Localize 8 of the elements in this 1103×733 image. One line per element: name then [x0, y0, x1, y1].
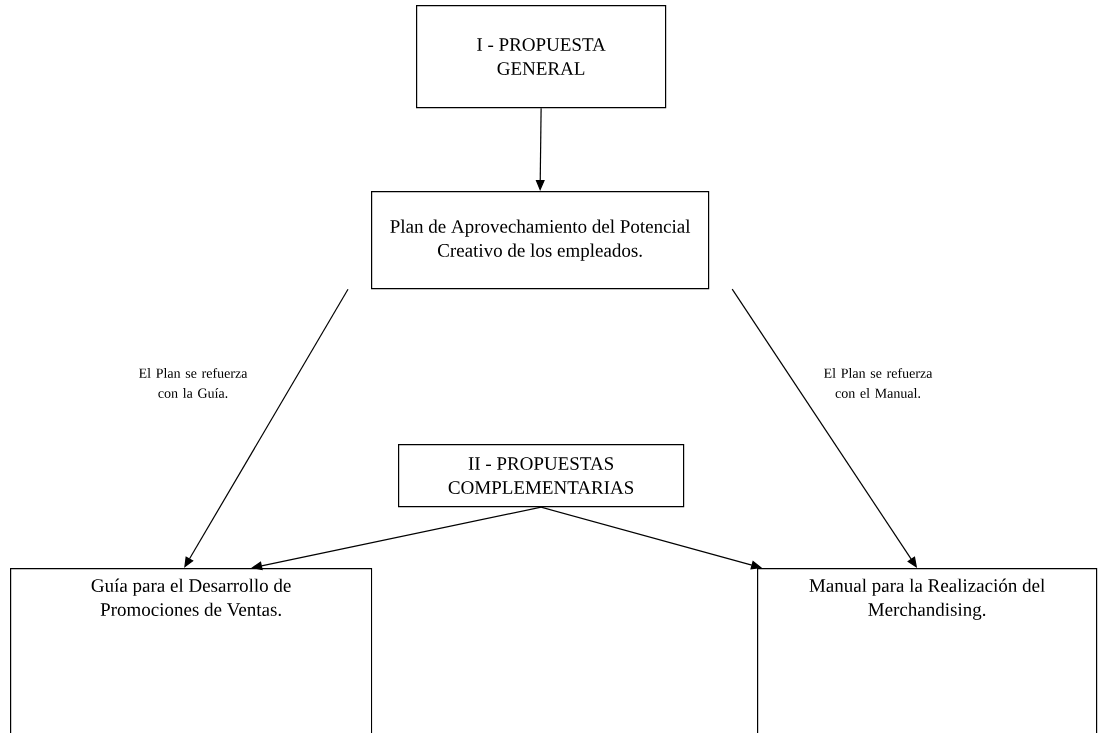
edge-label: El Plan se refuerza con la Guía.: [137, 366, 249, 399]
text-box: Plan de Aprovechamiento del Potencial Creativo de los empleados.: [371, 191, 710, 290]
arrow: [184, 288, 349, 568]
text-box: II - PROPUESTAS COMPLEMENTARIAS: [398, 444, 685, 508]
text-box: Manual para la Realización del Merchandising.: [757, 568, 1098, 733]
edge-label: El Plan se refuerza con el Manual.: [822, 366, 934, 399]
text-box: Guía para el Desarrollo de Promociones de Ventas.: [10, 568, 373, 733]
text-box: I - PROPUESTA GENERAL: [416, 5, 667, 109]
